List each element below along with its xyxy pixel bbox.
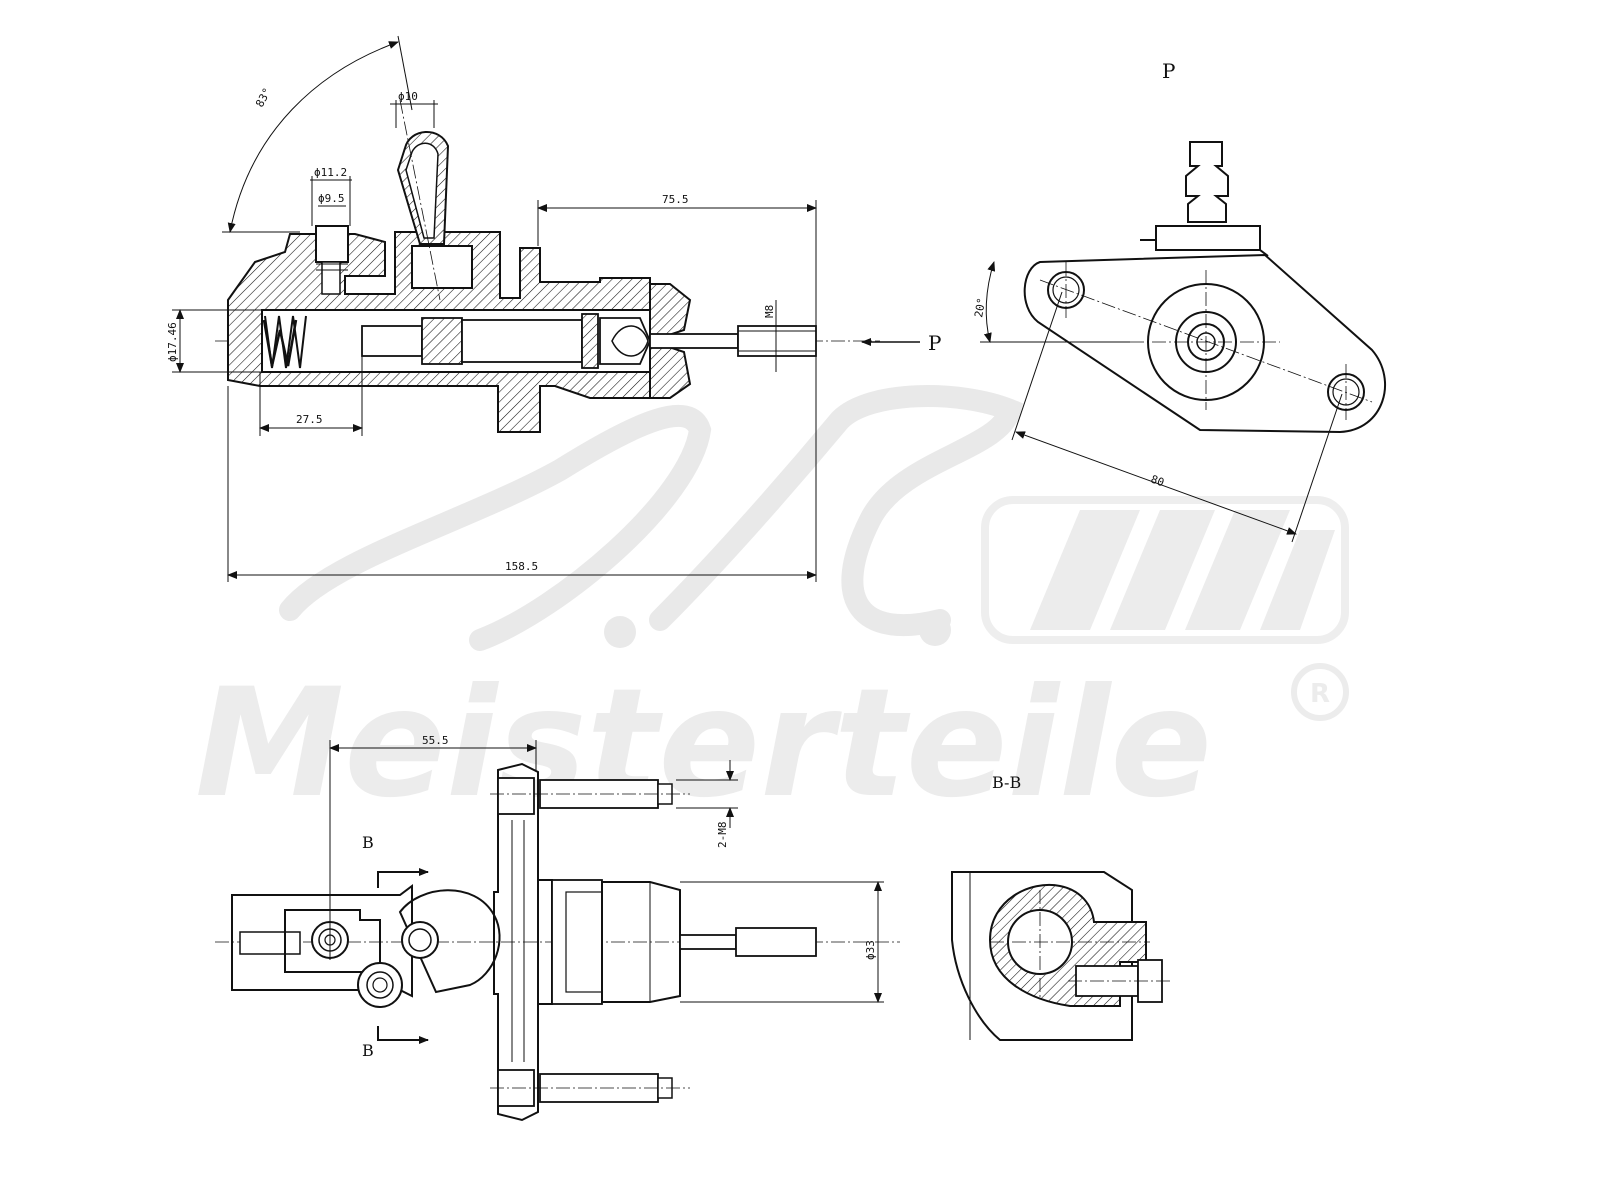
- dim-overall-length: 158.5: [505, 560, 538, 573]
- stud-nut-top: [497, 777, 535, 815]
- watermark-registered-letter: R: [1310, 679, 1330, 709]
- dim-hole-spacing: 80: [1149, 473, 1166, 490]
- dim-inlet-outer-diameter: ϕ11.2: [314, 166, 347, 179]
- return-spring: [264, 315, 307, 369]
- dim-body-diameter: ϕ33: [864, 940, 877, 960]
- dim-angle-83: 83°: [253, 86, 274, 110]
- dim-offset-length: 55.5: [422, 734, 449, 747]
- pushrod-top: [735, 927, 817, 957]
- reservoir-body: [231, 884, 413, 998]
- view-p: P 20° 80: [972, 59, 1387, 543]
- watermark-registered-icon: [1291, 663, 1349, 721]
- mounting-flange: [1023, 253, 1387, 434]
- section-label-top: B: [362, 833, 374, 852]
- piston: [361, 325, 423, 357]
- section-arrow-bottom: [377, 1026, 429, 1044]
- watermark-bars-logo: [981, 496, 1349, 644]
- dim-inlet-inner-diameter: ϕ9.5: [318, 192, 345, 205]
- watermark-brand: Meisterteile: [195, 657, 1212, 831]
- watermark-monogram: [279, 385, 1024, 651]
- section-label-bottom: B: [362, 1041, 374, 1060]
- dim-spring-length: 27.5: [296, 413, 323, 426]
- side-section-view: P 83° ϕ10 ϕ11.2 ϕ9.5 75.5 158.5 ϕ17.46: [166, 35, 941, 582]
- section-b-b-title: B-B: [992, 773, 1021, 792]
- watermark: Meisterteile R: [195, 385, 1349, 831]
- view-p-arrow-label: P: [928, 331, 941, 355]
- section-arrow-top: [377, 868, 429, 888]
- dim-length-75-5: 75.5: [662, 193, 689, 206]
- top-view: B B 55.5 2-M8 ϕ33: [215, 734, 900, 1122]
- dim-outlet-diameter: ϕ10: [398, 90, 418, 103]
- dim-flange-angle: 20°: [972, 297, 988, 319]
- section-b-b: B-B: [951, 773, 1172, 1041]
- dim-rod-thread: M8: [763, 305, 776, 318]
- dim-stud-thread: 2-M8: [716, 822, 729, 849]
- view-p-title: P: [1162, 59, 1175, 83]
- hose-nipple: [1185, 141, 1229, 223]
- cylinder-neck: [551, 879, 603, 1005]
- flange-plate: [493, 762, 539, 1122]
- dim-bore-diameter: ϕ17.46: [166, 322, 179, 362]
- section-outline: [951, 871, 1133, 1041]
- inlet-port: [315, 225, 349, 263]
- pushrod: [649, 333, 739, 349]
